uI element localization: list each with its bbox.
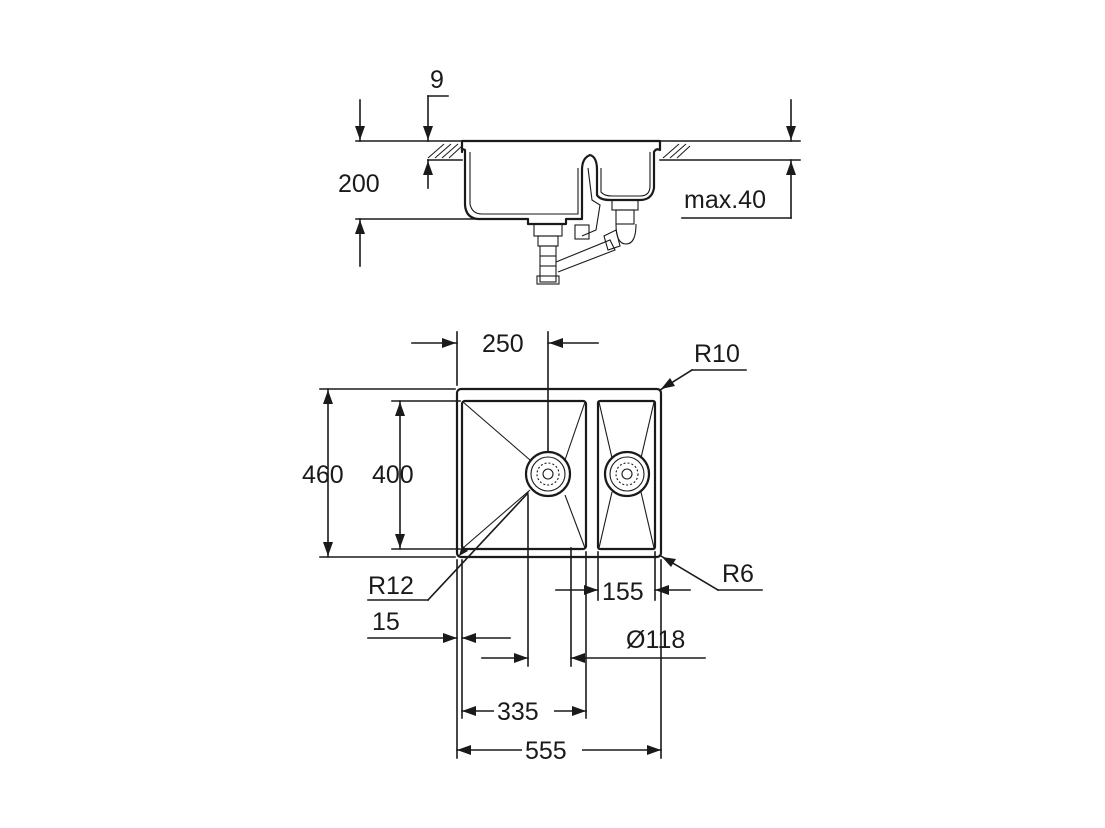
- dimension-worktop: max.40: [681, 99, 796, 219]
- dimension-small-bowl-width: 155: [555, 578, 691, 606]
- label-rim-thickness: 9: [430, 66, 444, 94]
- label-large-bowl-outer: 335: [497, 698, 539, 726]
- large-bowl-waste: [524, 450, 572, 498]
- worktop-hatch-right: [662, 143, 691, 159]
- label-radius-outer: R10: [694, 340, 740, 368]
- dimension-rim-offset: 15: [367, 608, 511, 643]
- label-waste-diameter: Ø118: [626, 626, 685, 654]
- dimension-overall-depth: 460: [302, 388, 456, 558]
- dimension-radius-outer: R10: [658, 340, 747, 392]
- small-bowl: [596, 399, 657, 551]
- dimension-large-bowl-width: 250: [411, 330, 599, 453]
- label-worktop-max: max.40: [684, 186, 766, 214]
- dimension-large-bowl-outer: 335: [461, 696, 587, 726]
- dimension-overall-width: 555: [456, 735, 662, 765]
- sink-profile: [460, 139, 662, 226]
- side-view: 9 200 max.40: [338, 66, 801, 285]
- drain-assembly: [533, 167, 639, 285]
- small-bowl-waste: [603, 450, 651, 498]
- sink-outline: [455, 387, 663, 559]
- label-overall-depth: 460: [302, 461, 344, 489]
- label-radius-bowl: R12: [368, 572, 414, 600]
- large-bowl: [460, 399, 588, 551]
- dimension-waste-diameter: Ø118: [481, 626, 706, 663]
- dimension-depth: 200: [338, 170, 529, 267]
- large-bowl-slopes: [462, 401, 586, 549]
- label-radius-small: R6: [722, 560, 754, 588]
- worktop-hatch-left: [427, 143, 463, 161]
- top-view: 250 R10 460 400: [302, 330, 763, 765]
- label-rim-offset: 15: [372, 608, 400, 636]
- label-overall-width: 555: [525, 737, 567, 765]
- dimension-radius-bowl: R12: [367, 491, 530, 602]
- label-small-bowl-width: 155: [602, 578, 644, 606]
- small-bowl-slopes: [598, 401, 655, 549]
- dimension-rim: 9: [355, 66, 449, 189]
- extension-lines: [456, 494, 662, 759]
- label-large-bowl-width: 250: [482, 330, 524, 358]
- label-bowl-depth: 400: [372, 461, 414, 489]
- dimension-bowl-depth: 400: [372, 400, 461, 550]
- label-depth: 200: [338, 170, 380, 198]
- dimension-radius-small: R6: [659, 554, 763, 592]
